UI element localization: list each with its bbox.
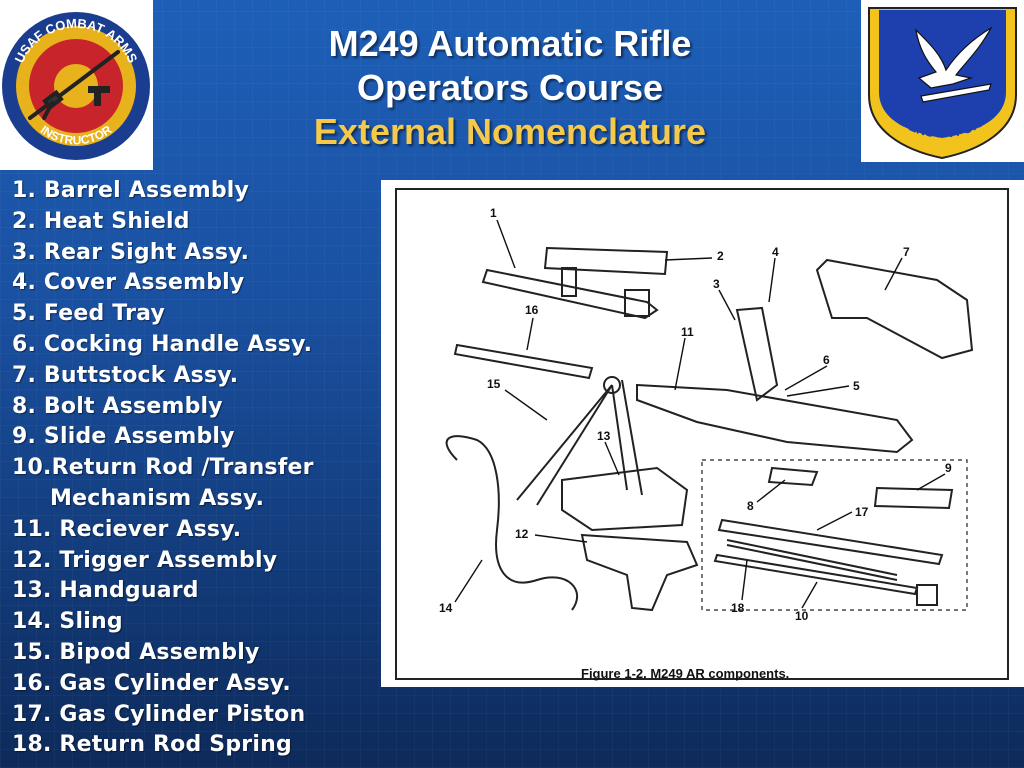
list-item-continuation: Mechanism Assy. xyxy=(50,485,265,511)
callout-17: 17 xyxy=(855,505,869,519)
callout-16: 16 xyxy=(525,303,539,317)
callout-5: 5 xyxy=(853,379,860,393)
list-item: 6. Cocking Handle Assy. xyxy=(12,331,313,357)
title-line-1: M249 Automatic Rifle xyxy=(328,23,692,64)
callout-10: 10 xyxy=(795,609,809,623)
title-subtitle: External Nomenclature xyxy=(313,111,707,152)
callout-9: 9 xyxy=(945,461,952,475)
title-line-2: Operators Course xyxy=(356,67,664,108)
list-item: 15. Bipod Assembly xyxy=(12,639,260,665)
callout-12: 12 xyxy=(515,527,529,541)
m249-parts-drawing: 1 2 3 4 5 6 7 8 9 10 11 12 13 14 15 16 1… xyxy=(439,206,974,623)
callout-7: 7 xyxy=(903,245,910,259)
slide-title: M249 Automatic Rifle Operators Course Ex… xyxy=(200,22,820,154)
list-item: 17. Gas Cylinder Piston xyxy=(12,701,306,727)
callout-1: 1 xyxy=(490,206,497,220)
list-item: 8. Bolt Assembly xyxy=(12,393,223,419)
list-item: 18. Return Rod Spring xyxy=(12,732,292,758)
callout-14: 14 xyxy=(439,601,453,615)
list-item: 1. Barrel Assembly xyxy=(12,178,250,203)
list-item: 10.Return Rod /Transfer xyxy=(12,455,314,481)
security-forces-shield-icon: DEFENSOR FORTIS xyxy=(868,7,1017,160)
diagram-border: 1 2 3 4 5 6 7 8 9 10 11 12 13 14 15 16 1… xyxy=(395,188,1009,680)
list-item: 9. Slide Assembly xyxy=(12,424,235,450)
list-item: 13. Handguard xyxy=(12,578,199,604)
list-item: 5. Feed Tray xyxy=(12,301,166,327)
figure-caption: Figure 1-2. M249 AR components. xyxy=(581,666,790,681)
callout-4: 4 xyxy=(772,245,779,259)
callout-6: 6 xyxy=(823,353,830,367)
callout-8: 8 xyxy=(747,499,754,513)
list-item: 2. Heat Shield xyxy=(12,208,190,234)
callout-3: 3 xyxy=(713,277,720,291)
nomenclature-list: 1. Barrel Assembly 2. Heat Shield 3. Rea… xyxy=(12,176,382,761)
callout-11: 11 xyxy=(681,325,694,339)
m249-exploded-diagram: 1 2 3 4 5 6 7 8 9 10 11 12 13 14 15 16 1… xyxy=(381,180,1024,687)
list-item: 14. Sling xyxy=(12,609,123,635)
list-item: 4. Cover Assembly xyxy=(12,270,245,296)
list-item: 16. Gas Cylinder Assy. xyxy=(12,670,291,696)
defensor-fortis-logo: DEFENSOR FORTIS xyxy=(861,0,1024,162)
combat-arms-instructor-logo: USAF COMBAT ARMS INSTRUCTOR xyxy=(0,0,153,170)
list-item: 7. Buttstock Assy. xyxy=(12,362,239,388)
combat-arms-badge-icon: USAF COMBAT ARMS INSTRUCTOR xyxy=(2,12,150,160)
callout-2: 2 xyxy=(717,249,724,263)
list-item: 11. Reciever Assy. xyxy=(12,516,242,542)
callout-15: 15 xyxy=(487,377,501,391)
list-item: 3. Rear Sight Assy. xyxy=(12,239,250,265)
callout-18: 18 xyxy=(731,601,745,615)
list-item: 12. Trigger Assembly xyxy=(12,547,278,573)
callout-13: 13 xyxy=(597,429,611,443)
